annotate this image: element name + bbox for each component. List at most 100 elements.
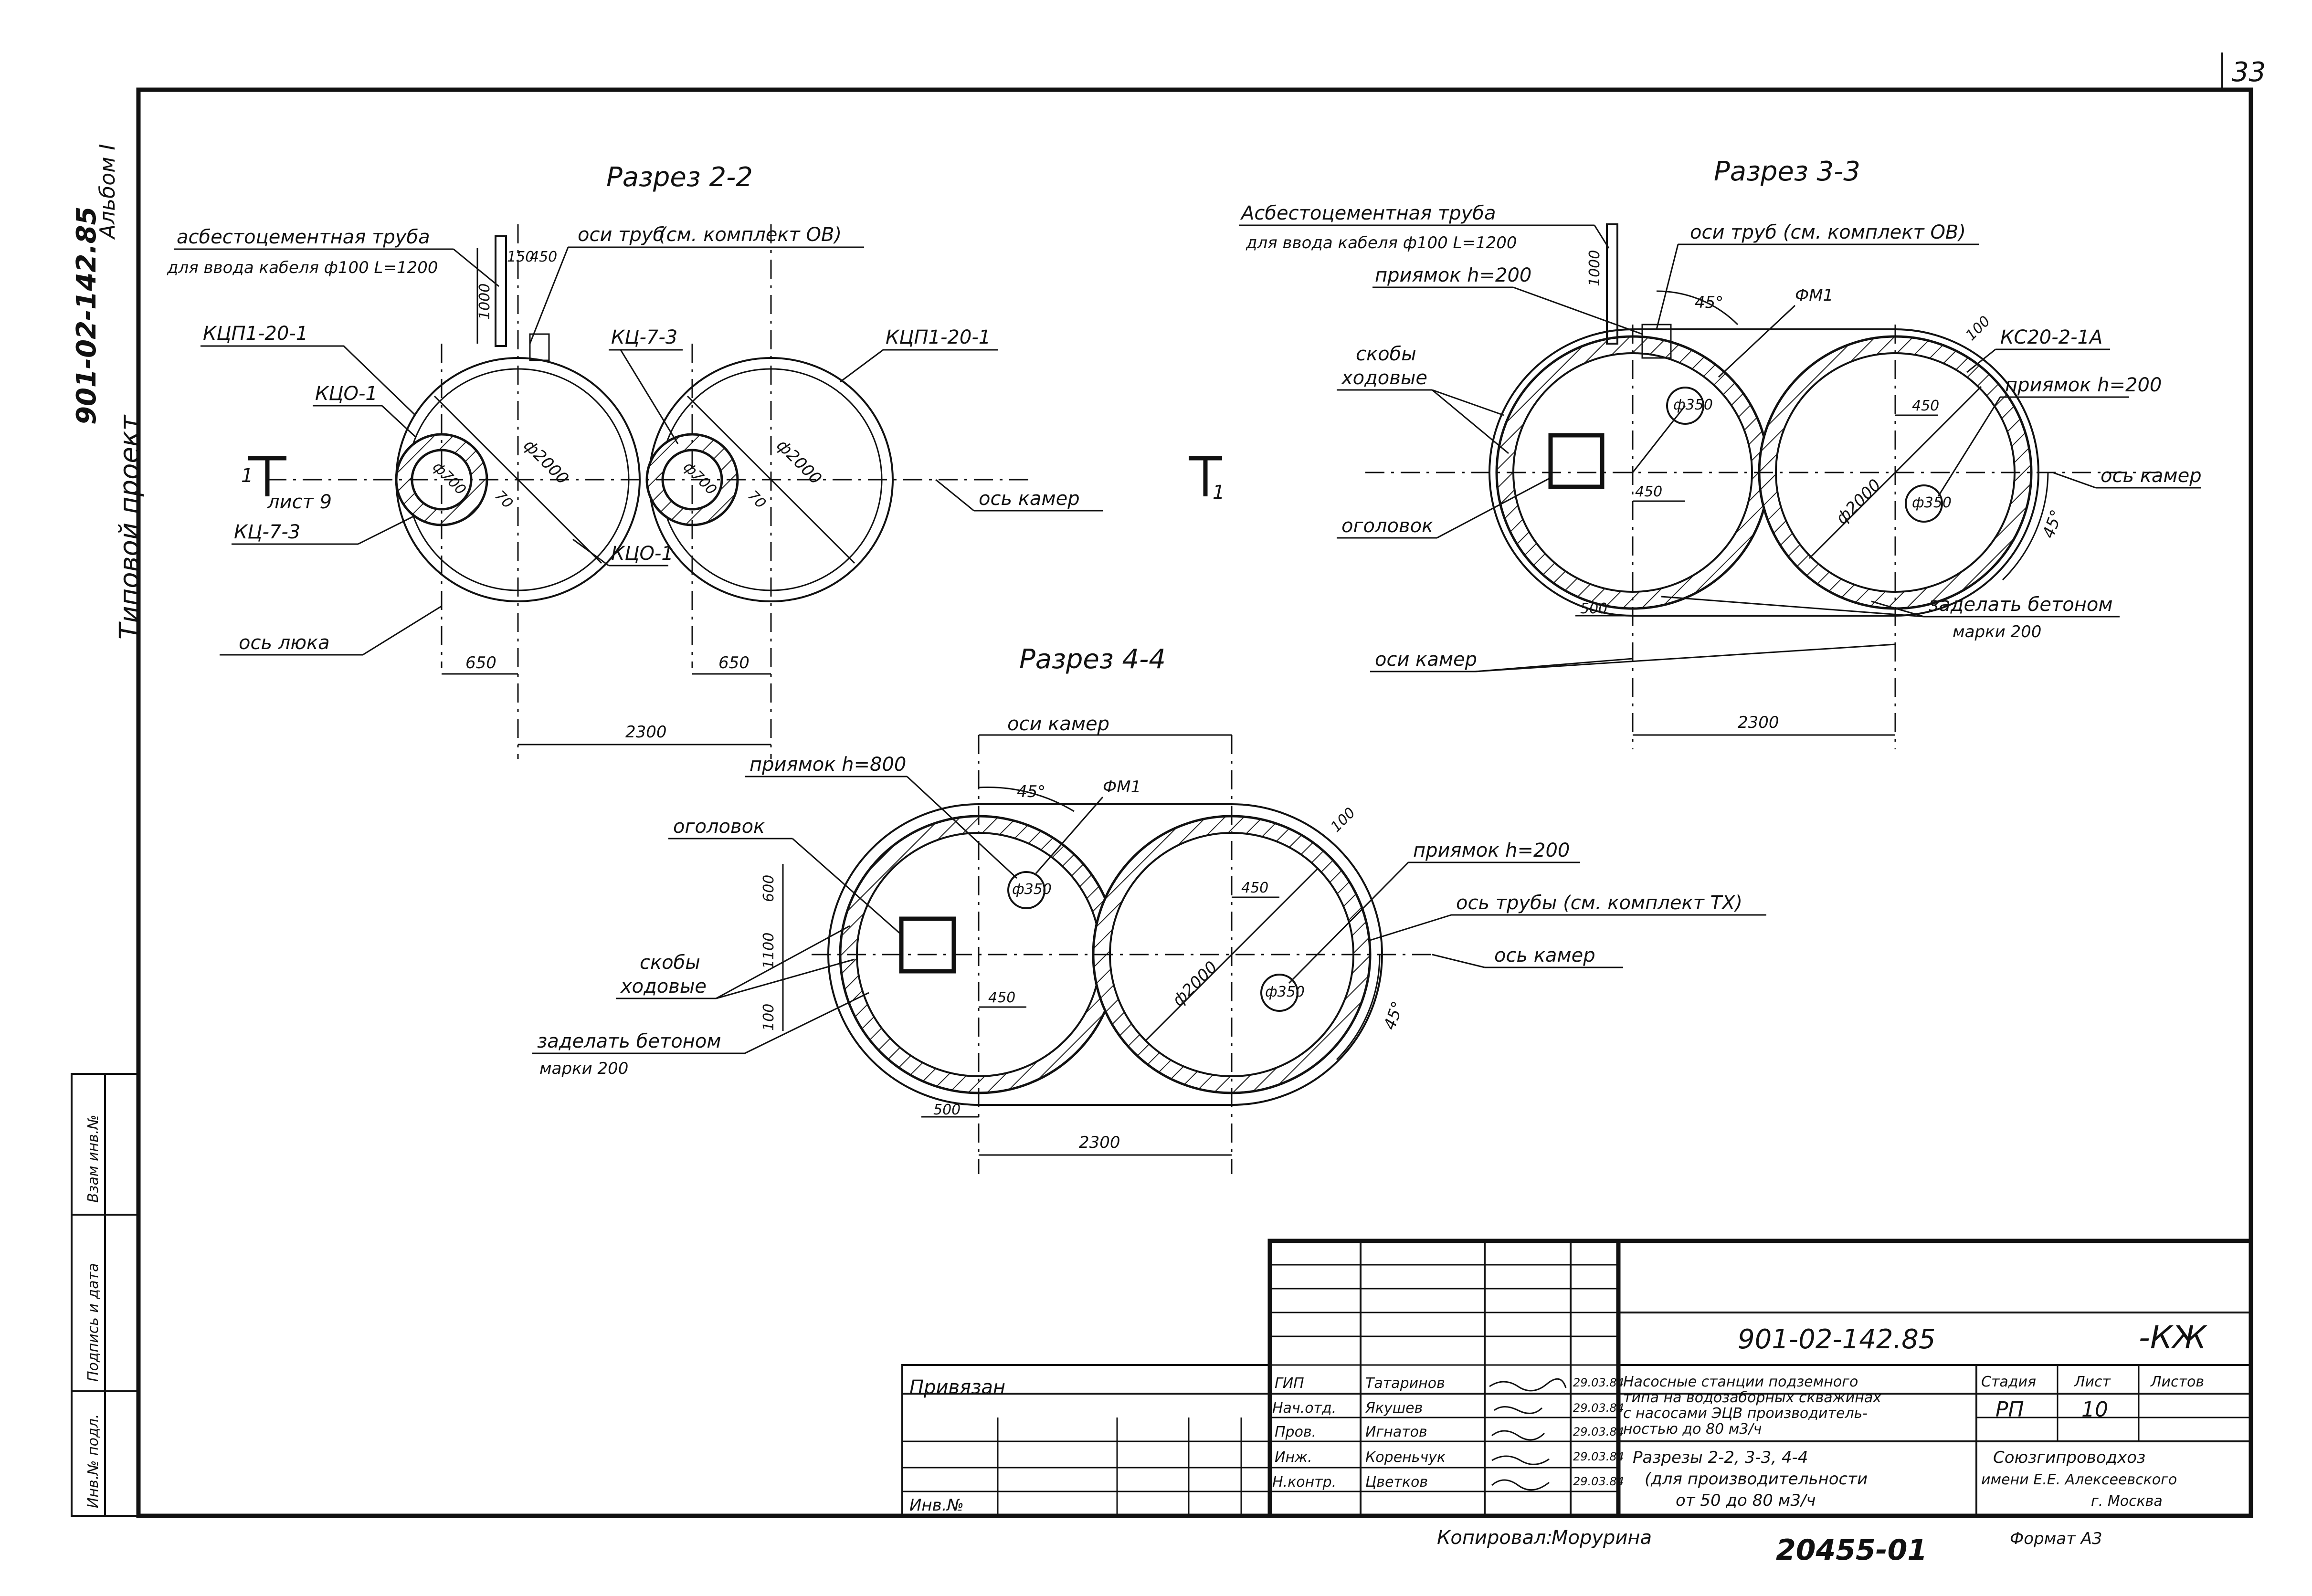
- copied-label: Копировал:: [1437, 1527, 1552, 1549]
- title-block: Привязан Инв.№ ГИП Нач.отд. Пров. Инж. Н…: [901, 1239, 2253, 1518]
- ladder-3-leader-1: [1432, 389, 1504, 416]
- description-3: ностью до 80 м3/ч: [1623, 1421, 1762, 1438]
- sheet-format: Формат А3: [2010, 1529, 2102, 1548]
- angle-arc-top-3: [1656, 290, 1739, 326]
- ladder-4-1: скобы: [640, 952, 700, 974]
- bound-label: Привязан: [909, 1376, 1005, 1398]
- d500-4: 500: [933, 1102, 961, 1118]
- dia-outer-right: ф2000: [773, 436, 825, 488]
- signature-3: [1491, 1455, 1550, 1465]
- name-4: Цветков: [1365, 1474, 1428, 1491]
- org-1: имени Е.Е. Алексеевского: [1981, 1471, 2177, 1488]
- pipe-axis-4: ось трубы (см. комплект ТХ): [1456, 892, 1742, 914]
- name-3: Кореньчук: [1365, 1449, 1446, 1466]
- d70-right: 70: [744, 487, 769, 512]
- sign-date-label: Подпись и дата: [85, 1263, 102, 1382]
- fm1-label-4: ФМ1: [1103, 777, 1141, 797]
- pipe-label-1: асбестоцементная труба: [177, 226, 430, 248]
- head-label-4: оголовок: [673, 816, 765, 838]
- inv-replace-label: Взам инв.№: [85, 1114, 102, 1203]
- section-mark-right-num: 1: [1213, 482, 1225, 504]
- axis-chambers-3-leader: [2052, 472, 2096, 489]
- section-3-3: Разрез 3-3 ф2000 Асбестоцементная труба …: [1239, 156, 2202, 749]
- pipe-leader-3: [1594, 225, 1610, 249]
- kcp-left-leader: [343, 345, 416, 416]
- concrete-4-leader: [744, 992, 869, 1054]
- date-4: 29.03.84: [1573, 1475, 1624, 1488]
- angle-arc-4: [978, 787, 1075, 812]
- dim-650-left: 650: [465, 653, 496, 672]
- angle-arc-right-4: [1336, 954, 1381, 1060]
- stage-value: РП: [1995, 1397, 2024, 1422]
- pipe-leader: [453, 248, 499, 287]
- cable-pipe: [495, 235, 507, 347]
- org-0: Союзгипроводхоз: [1993, 1448, 2145, 1467]
- ladder-4-2: ходовые: [620, 976, 707, 998]
- dia-outer-left: ф2000: [520, 436, 572, 488]
- ladder-3-leader-2: [1432, 389, 1509, 454]
- head-box-3: [1548, 433, 1605, 489]
- pit-label-3-leader: [1513, 286, 1643, 335]
- diam-line-3: [1808, 386, 1982, 559]
- d70-left: 70: [491, 487, 516, 512]
- d350-right-3: ф350: [1912, 494, 1952, 511]
- date-2: 29.03.84: [1573, 1425, 1624, 1438]
- fm1-leader-4: [1035, 797, 1104, 874]
- signature-2: [1491, 1430, 1545, 1441]
- sheet-title-2: от 50 до 80 м3/ч: [1676, 1491, 1816, 1510]
- album-label: Альбом I: [95, 144, 120, 240]
- sheet-title-1: (для производительности: [1645, 1470, 1868, 1489]
- d450-top-4: 450: [1241, 880, 1268, 896]
- kc-bottom-leader: [358, 514, 416, 545]
- angle-arc-right-3: [2002, 472, 2049, 581]
- axis-chambers-4-leader: [1432, 954, 1485, 968]
- role-2: Пров.: [1275, 1424, 1316, 1440]
- bound-block-frame: [901, 1364, 1271, 1517]
- role-0: ГИП: [1275, 1375, 1304, 1392]
- d450-bottom-4: 450: [988, 989, 1015, 1006]
- sheet-frame: [136, 87, 2253, 1518]
- pipe-sleeve: [529, 333, 550, 361]
- kco-bottom-leader: [572, 538, 609, 567]
- kcp-right-leader: [840, 349, 884, 383]
- section-4-title: Разрез 4-4: [1019, 644, 1166, 675]
- date-0: 29.03.84: [1573, 1376, 1624, 1389]
- d350-left-leader: [1632, 405, 1686, 473]
- concrete-4-1: заделать бетоном: [537, 1030, 721, 1052]
- axis-pipes-3: оси труб (см. комплект ОВ): [1690, 221, 1966, 243]
- date-3: 29.03.84: [1573, 1450, 1624, 1463]
- kco-bottom-label: КЦО-1: [611, 543, 674, 565]
- d350-left-4: ф350: [1012, 881, 1052, 898]
- role-1: Нач.отд.: [1272, 1400, 1336, 1417]
- role-3: Инж.: [1275, 1449, 1312, 1466]
- cable-pipe-3: [1606, 223, 1618, 345]
- pit-top-4-leader: [906, 776, 1018, 879]
- pit-right-4-leader: [1288, 861, 1409, 984]
- pit-right-4: приямок h=200: [1413, 840, 1570, 861]
- sheets-header: Листов: [2150, 1374, 2204, 1390]
- org-2: г. Москва: [2091, 1493, 2163, 1510]
- kco-left-leader: [381, 405, 416, 438]
- angle-45-4: 45°: [1017, 782, 1045, 801]
- pit-right-3: приямок h=200: [2005, 374, 2162, 396]
- section-3-title: Разрез 3-3: [1714, 156, 1860, 187]
- section-mark-left-num: 1: [241, 465, 253, 487]
- fm1-label-3: ФМ1: [1795, 286, 1833, 305]
- sheet-header: Лист: [2074, 1374, 2111, 1390]
- concrete-3-leader-2: [1661, 596, 1924, 618]
- signature-1: [1494, 1406, 1543, 1414]
- page-number: 33: [2232, 57, 2266, 88]
- pipe-dim-450: 450: [530, 249, 557, 265]
- name-0: Татаринов: [1365, 1375, 1445, 1392]
- dia-outer-left-line-2: [433, 395, 519, 481]
- axis-chambers-3: ось камер: [2101, 465, 2202, 487]
- d100-left-4: 100: [760, 1004, 777, 1031]
- sheet-title-0: Разрезы 2-2, 3-3, 4-4: [1633, 1448, 1808, 1467]
- description-0: Насосные станции подземного: [1623, 1374, 1858, 1390]
- left-stamp: Взам инв.№ Подпись и дата Инв.№ подл.: [71, 1073, 139, 1517]
- section-2-title: Разрез 2-2: [606, 162, 753, 193]
- see-set-label: (см. комплект ОВ): [659, 224, 842, 246]
- left-pit-3: [1666, 387, 1704, 425]
- d450-top-3: 450: [1912, 398, 1939, 414]
- kc-label-3-leader: [1966, 348, 1996, 373]
